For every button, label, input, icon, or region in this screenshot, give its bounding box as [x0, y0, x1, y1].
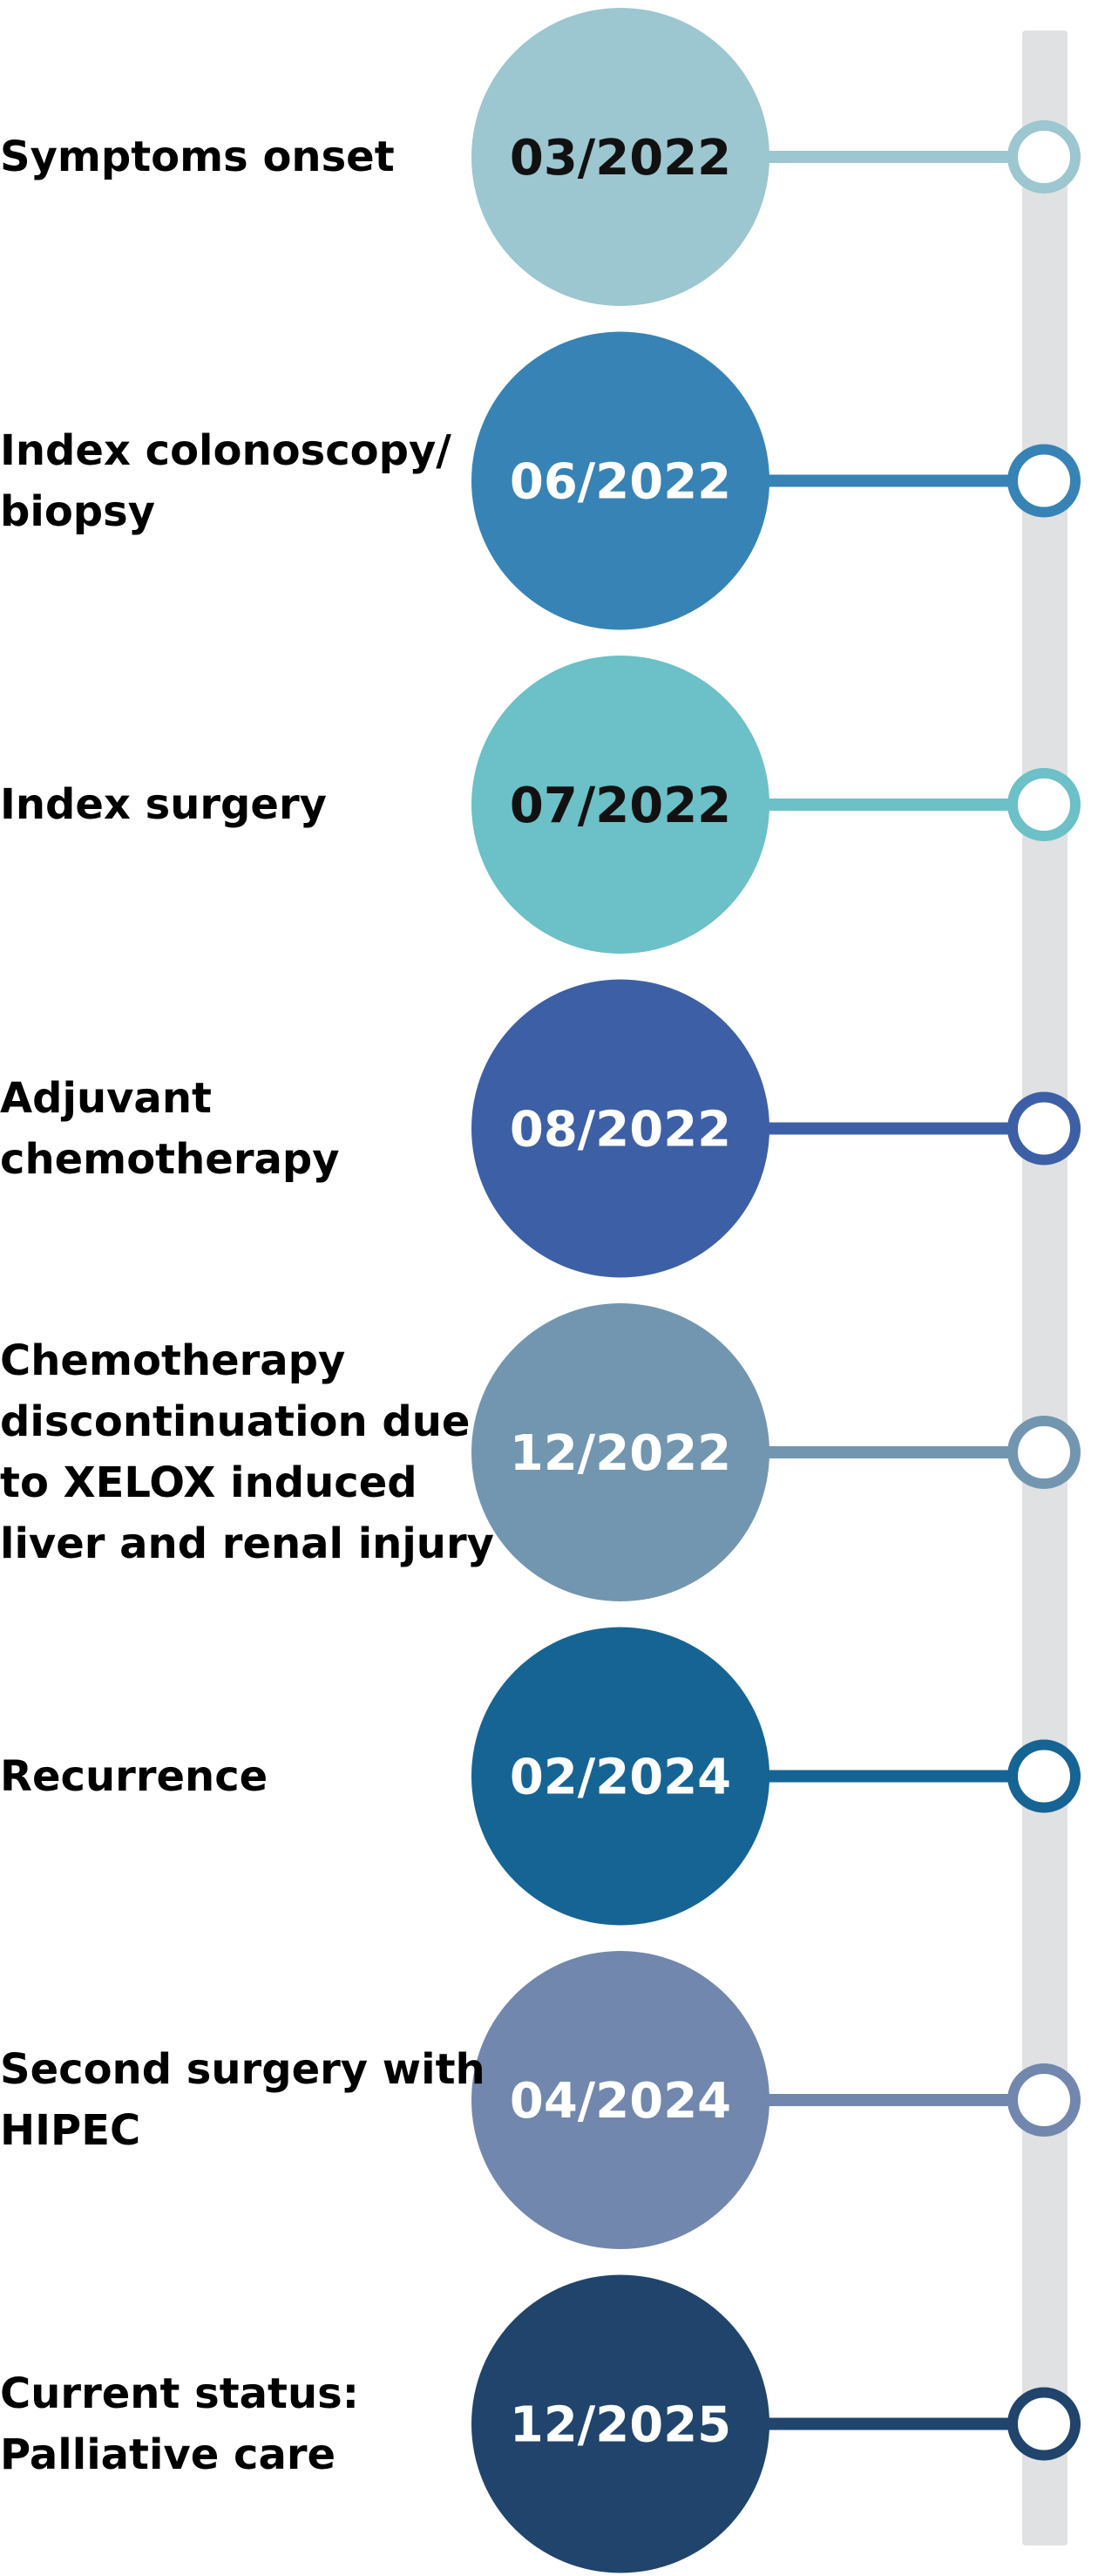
timeline-event: 12/2022	[471, 1303, 1081, 1601]
event-date: 12/2025	[510, 2397, 731, 2454]
event-marker-ring	[1007, 120, 1081, 194]
event-date: 06/2022	[510, 454, 731, 511]
event-label-line: HIPEC	[0, 2106, 141, 2155]
event-label: Index colonoscopy/biopsy	[0, 420, 453, 542]
timeline-event: 02/2024	[471, 1627, 1081, 1926]
event-label: Chemotherapy discontinuation due to XELOX …	[0, 1330, 494, 1574]
event-marker-ring	[1007, 2063, 1081, 2137]
event-label: Adjuvant chemotherapy	[0, 1068, 453, 1190]
event-marker-ring	[1007, 768, 1081, 841]
event-label-line: Index colonoscopy/	[0, 425, 451, 475]
event-date: 02/2024	[510, 1750, 731, 1806]
event-label-line: Current status:	[0, 2369, 359, 2418]
event-label-line: Adjuvant	[0, 1073, 212, 1123]
event-marker-ring	[1007, 444, 1081, 518]
event-label: Current status: Palliative care	[0, 2363, 453, 2485]
timeline-event: 08/2022	[471, 979, 1081, 1278]
event-label-line: Chemotherapy	[0, 1336, 346, 1385]
event-label-line: Second surgery with	[0, 2045, 485, 2094]
event-label: Symptoms onset	[0, 126, 453, 187]
event-date: 12/2022	[510, 1425, 731, 1482]
event-date-circle	[471, 1303, 769, 1601]
timeline-event: 03/2022	[471, 8, 1081, 306]
event-date-circle	[471, 331, 769, 630]
event-date: 04/2024	[510, 2073, 731, 2130]
event-marker-ring	[1007, 1091, 1081, 1166]
event-label-line: Palliative care	[0, 2430, 336, 2479]
event-date-circle	[471, 8, 769, 306]
timeline-event: 12/2025	[471, 2274, 1081, 2573]
event-label: Index surgery	[0, 774, 453, 835]
event-label: Recurrence	[0, 1746, 453, 1807]
event-marker-ring	[1007, 1739, 1081, 1813]
event-label-line: discontinuation due	[0, 1397, 471, 1446]
event-date-circle	[471, 2274, 769, 2573]
timeline-track	[1022, 31, 1068, 2545]
event-date-circle	[471, 979, 769, 1278]
event-marker-ring	[1007, 2387, 1081, 2461]
event-date: 08/2022	[510, 1102, 731, 1159]
event-marker-ring	[1007, 1416, 1081, 1489]
event-date-circle	[471, 656, 769, 954]
event-date-circle	[471, 1627, 769, 1926]
event-date-circle	[471, 1951, 769, 2249]
event-label-line: liver and renal injury	[0, 1519, 494, 1568]
event-date: 07/2022	[510, 778, 731, 834]
event-label-line: Symptoms onset	[0, 133, 395, 181]
event-label-line: biopsy	[0, 486, 156, 536]
event-label-line: to XELOX induced	[0, 1458, 417, 1507]
event-label-line: Recurrence	[0, 1751, 268, 1801]
event-label-line: Index surgery	[0, 780, 327, 829]
timeline-event: 06/2022	[471, 331, 1081, 630]
event-date: 03/2022	[510, 130, 731, 187]
timeline-event: 04/2024	[471, 1951, 1081, 2249]
event-label-line: chemotherapy	[0, 1134, 340, 1184]
timeline-event: 07/2022	[471, 656, 1081, 954]
